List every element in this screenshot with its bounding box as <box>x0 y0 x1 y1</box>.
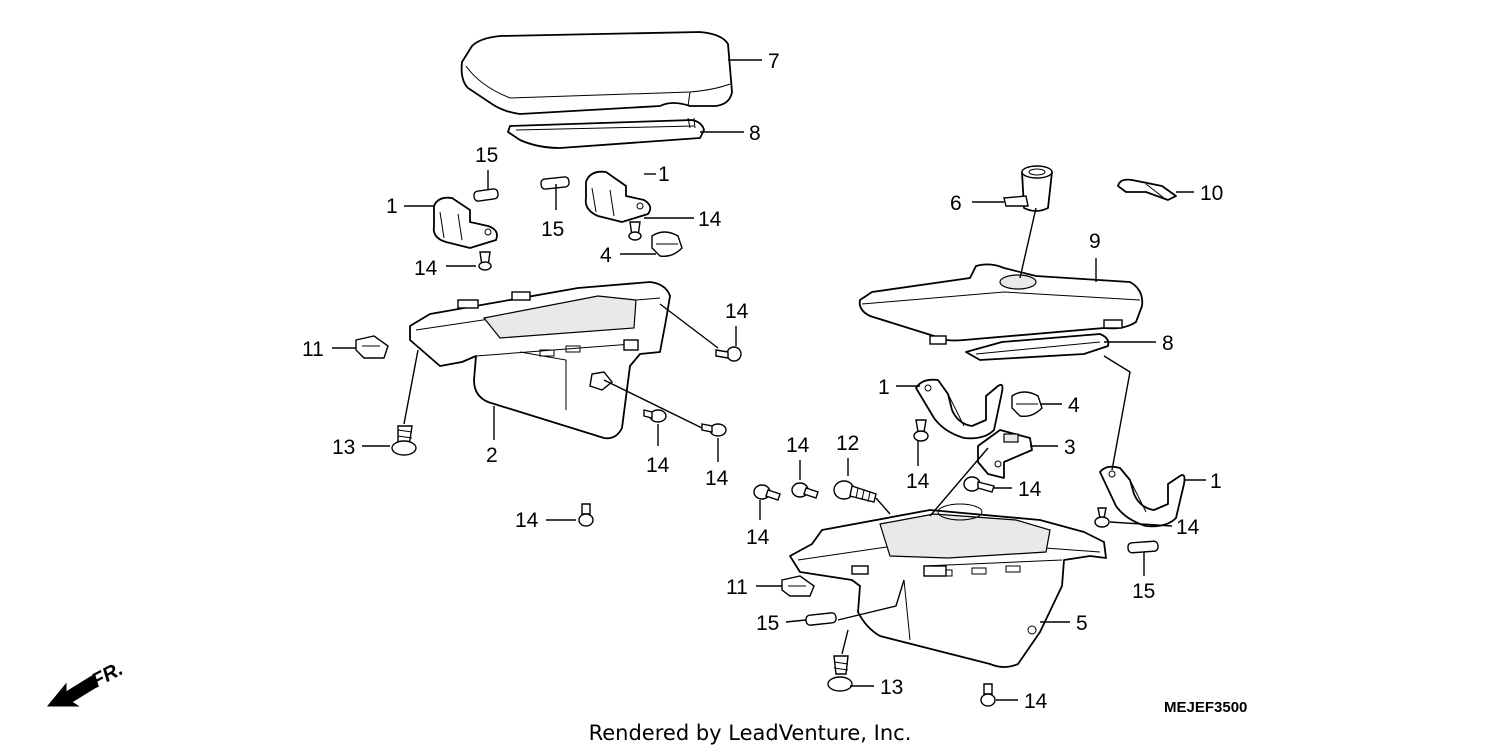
callout-15-right-b: 15 <box>756 612 779 635</box>
part-1-hinge-right-a <box>915 378 1004 440</box>
part-14-screw-a <box>628 221 642 241</box>
part-14-screw-c <box>715 346 742 362</box>
diagram-code: MEJEF3500 <box>1164 699 1247 716</box>
callout-15-left-a: 15 <box>475 144 498 167</box>
callout-7: 7 <box>768 50 780 73</box>
part-1-hinge-right-b <box>1099 465 1186 528</box>
callout-13-left: 13 <box>332 436 355 459</box>
part-11-clip-left <box>355 335 389 359</box>
callout-8-right: 8 <box>1162 332 1174 355</box>
callout-3: 3 <box>1064 436 1076 459</box>
callout-14-left-f: 14 <box>515 509 539 532</box>
part-1-hinge-left-b <box>584 170 652 223</box>
callout-4-left: 4 <box>600 244 612 267</box>
callout-14-left-a: 14 <box>698 208 722 231</box>
callout-11-right: 11 <box>726 576 748 599</box>
callout-14-left-e: 14 <box>705 467 729 490</box>
callout-labels: 7 8 15 1 1 15 14 14 4 11 14 13 2 14 14 1… <box>302 50 1223 713</box>
leader-lines <box>332 59 1206 701</box>
callout-14-right-c: 14 <box>906 470 930 493</box>
callout-14-right-d: 14 <box>746 526 770 549</box>
callout-1-right-b: 1 <box>1210 470 1222 493</box>
callout-10: 10 <box>1200 182 1223 205</box>
part-7-lid <box>460 31 733 115</box>
part-14-screw-l <box>1094 507 1110 528</box>
part-8-seal-right <box>965 333 1110 361</box>
callout-13-right: 13 <box>880 676 903 699</box>
callout-14-left-c: 14 <box>725 300 749 323</box>
callout-14-right-f: 14 <box>1024 690 1048 713</box>
part-14-screw-d <box>643 409 667 423</box>
callout-14-right-b: 14 <box>786 434 810 457</box>
callout-5: 5 <box>1076 612 1088 635</box>
part-14-screw-k <box>791 482 819 499</box>
part-14-screw-i <box>963 476 995 493</box>
callout-15-right-a: 15 <box>1132 580 1155 603</box>
part-14-screw-j <box>753 484 781 501</box>
callout-12: 12 <box>836 432 859 455</box>
part-4-grommet-left <box>651 231 683 258</box>
part-15-pin-d <box>805 612 837 626</box>
part-3-bracket <box>977 429 1033 479</box>
part-14-screw-b <box>478 251 492 271</box>
part-13-bolt-left <box>391 425 417 456</box>
part-11-clip-right <box>781 575 815 597</box>
callout-1-right-a: 1 <box>878 376 890 399</box>
part-12-bolt <box>833 480 877 503</box>
part-15-pin-a <box>473 188 499 202</box>
part-6-key-cylinder <box>1003 165 1053 212</box>
part-8-seal-left <box>507 117 705 149</box>
part-15-pin-c <box>1127 540 1159 554</box>
part-4-grommet-right <box>1011 391 1043 418</box>
part-14-clip-g <box>589 371 613 391</box>
front-direction-arrow: FR. <box>46 658 127 707</box>
part-14-screw-f <box>578 503 594 527</box>
callout-9: 9 <box>1089 230 1101 253</box>
part-1-hinge-left-a <box>432 196 498 249</box>
callout-11-left: 11 <box>302 338 324 361</box>
part-5-storage-box-right <box>789 503 1107 668</box>
callout-8-left: 8 <box>749 122 761 145</box>
part-9-lid-right <box>858 263 1144 345</box>
callout-1-left-a: 1 <box>386 195 398 218</box>
part-2-storage-box-left <box>409 281 671 440</box>
part-14-screw-h <box>913 419 929 442</box>
callout-14-right-a: 14 <box>1018 478 1042 501</box>
part-13-bolt-right <box>827 655 853 692</box>
arrow-icon <box>46 675 99 707</box>
part-10-spring-clip <box>1117 178 1177 201</box>
credit-text: Rendered by LeadVenture, Inc. <box>589 721 912 745</box>
callout-2: 2 <box>486 444 498 467</box>
callout-14-left-d: 14 <box>646 454 670 477</box>
part-14-screw-e <box>701 423 727 437</box>
callout-6: 6 <box>950 192 962 215</box>
callout-14-right-e: 14 <box>1176 516 1200 539</box>
callout-14-left-b: 14 <box>414 257 438 280</box>
part-15-pin-b <box>540 176 570 190</box>
part-14-screw-m <box>980 683 996 707</box>
callout-1-left-b: 1 <box>658 163 670 186</box>
callout-4-right: 4 <box>1068 394 1080 417</box>
callout-15-left-b: 15 <box>541 218 564 241</box>
